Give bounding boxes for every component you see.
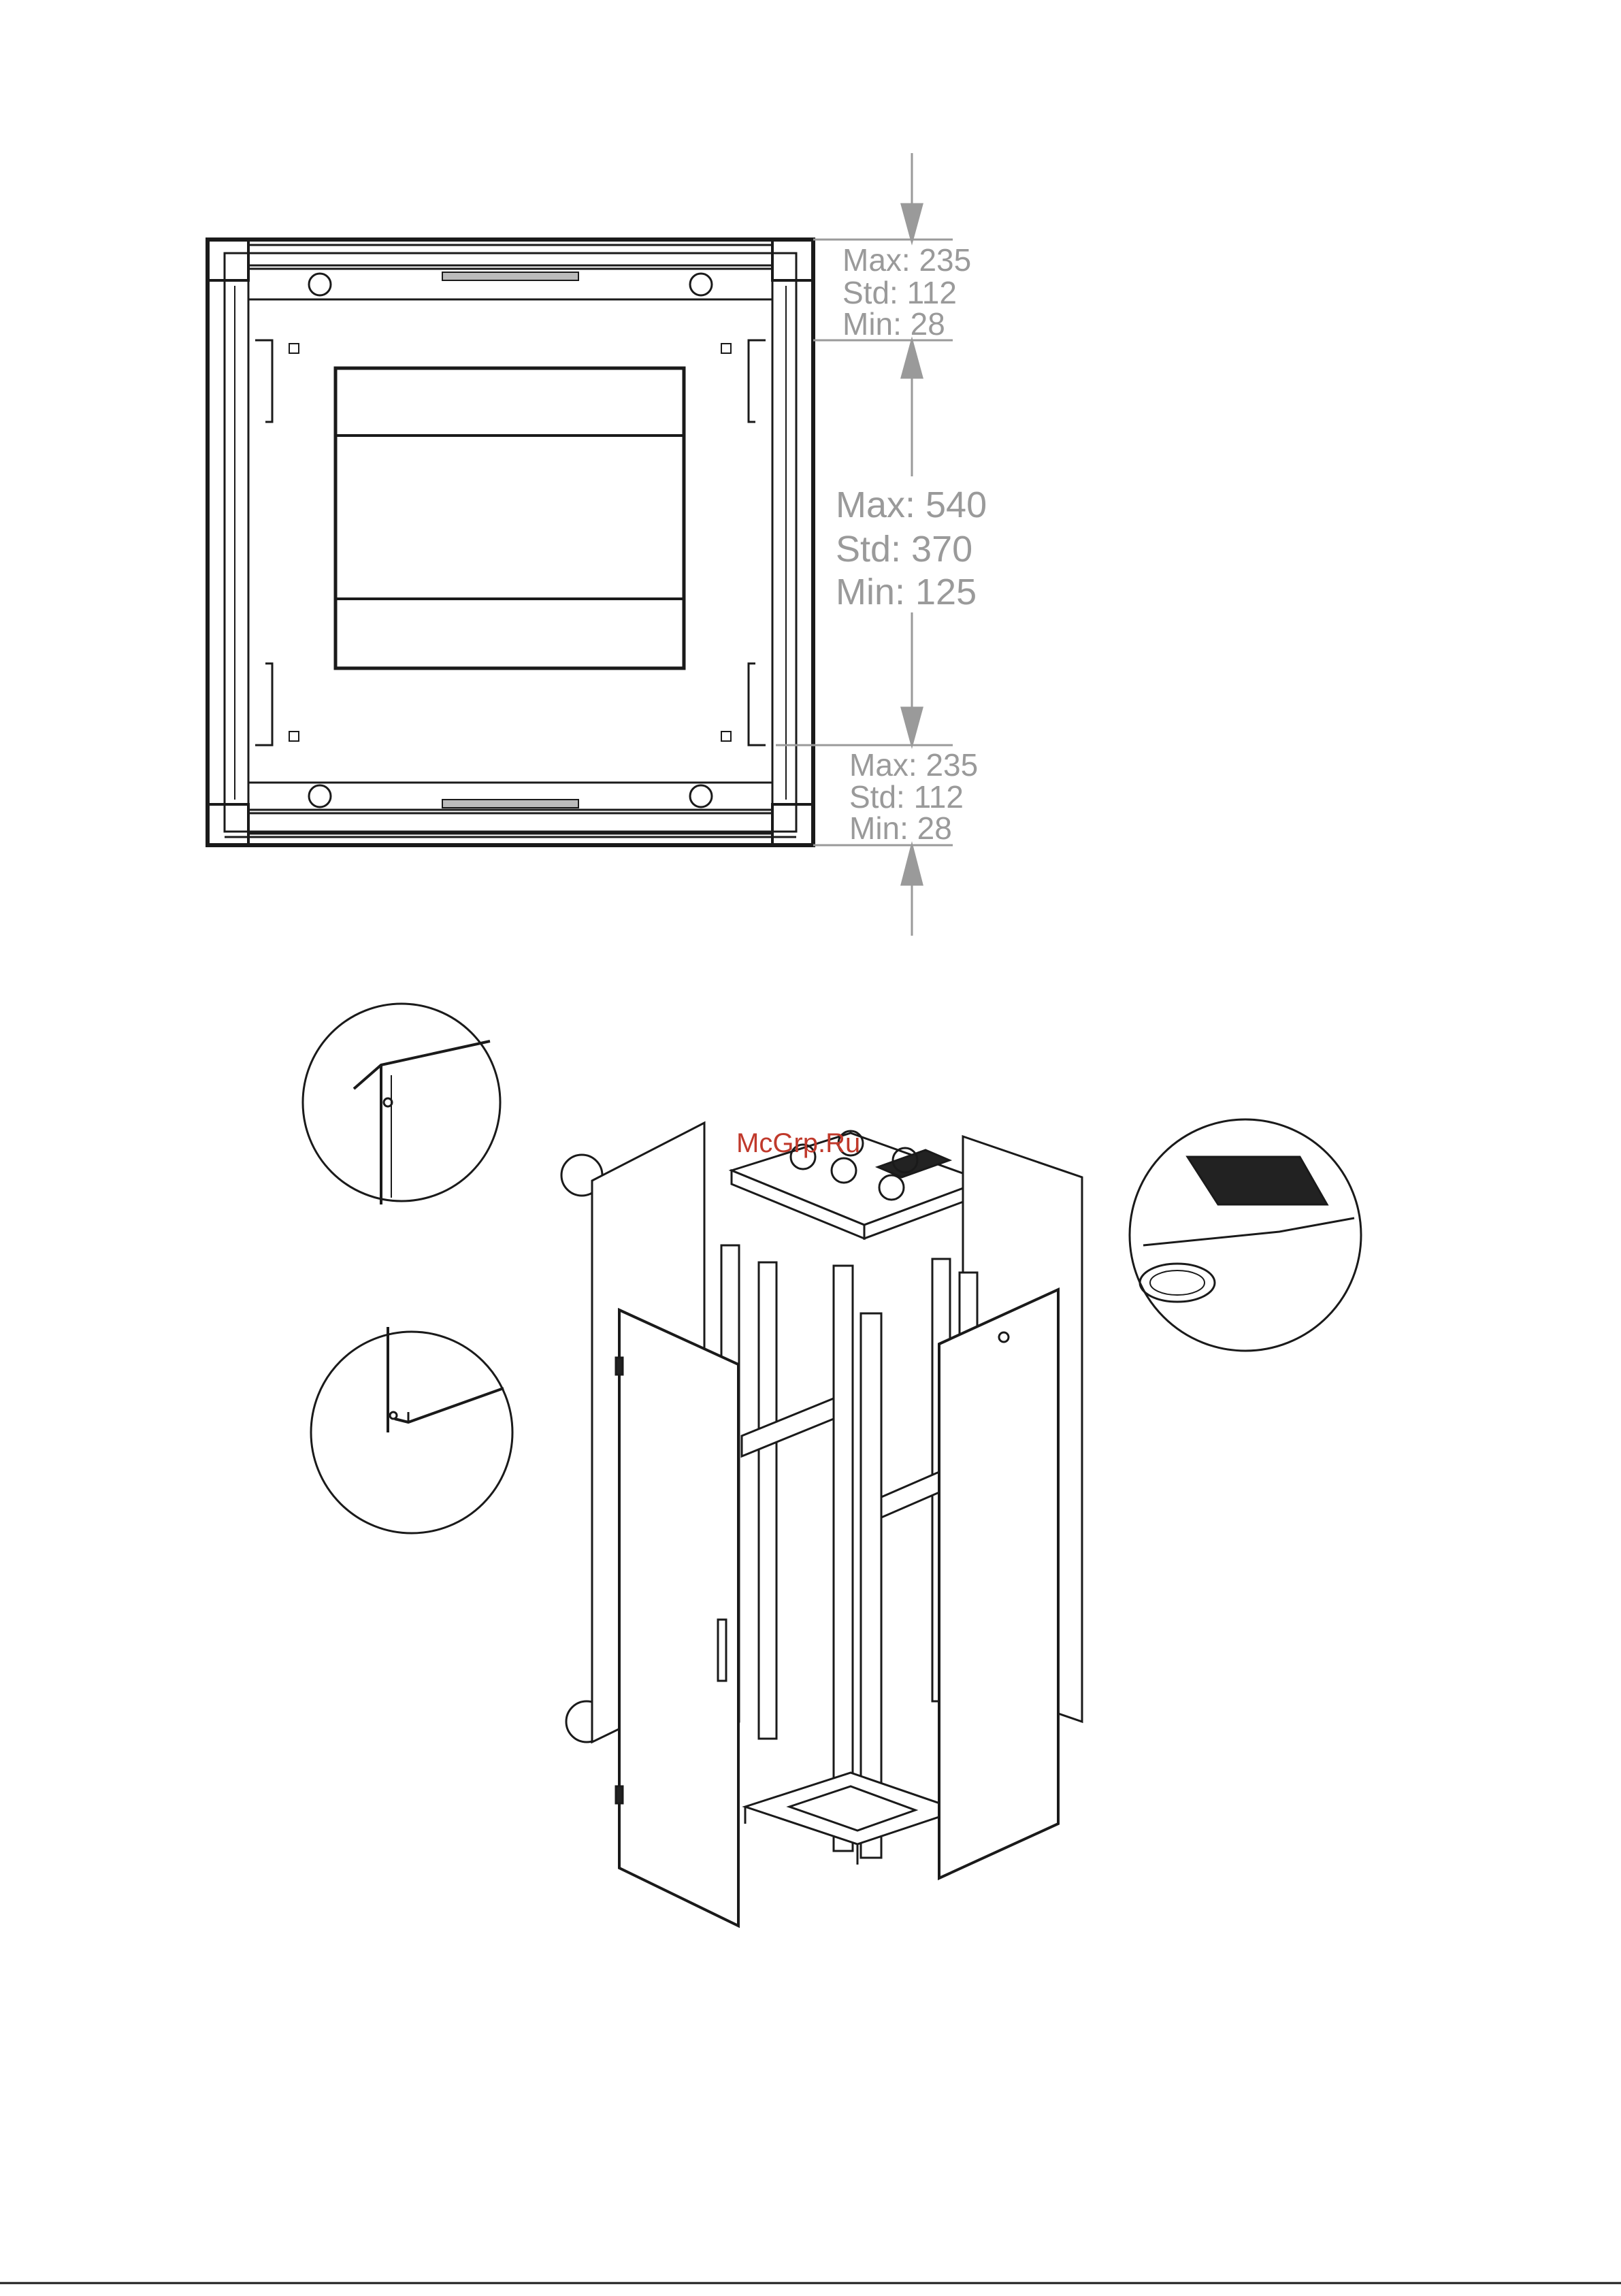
- upright-rear-left-rail: [759, 1262, 776, 1739]
- watermark-text: McGrp.Ru: [736, 1128, 860, 1158]
- cable-opening: [335, 368, 684, 668]
- door-hinge-top: [616, 1358, 623, 1375]
- door-handle: [718, 1620, 726, 1681]
- mid-std-label: Std: 370: [836, 529, 972, 570]
- leveling-foot: [309, 274, 331, 295]
- dim-arrowhead: [902, 708, 922, 745]
- corner-bottom-right: [772, 804, 813, 845]
- left-post: [225, 280, 248, 804]
- dim-arrowhead: [902, 340, 922, 378]
- top-rail: [248, 245, 772, 265]
- cross-beam-left: [742, 1398, 834, 1456]
- cabinet-top-view: [208, 240, 813, 845]
- mount-square: [721, 732, 731, 741]
- leveling-foot: [690, 274, 712, 295]
- leveling-foot: [690, 785, 712, 807]
- bottom-slot: [442, 800, 578, 808]
- right-post: [772, 280, 796, 804]
- upright-front-left: [834, 1266, 853, 1851]
- door-hinge-bottom: [616, 1786, 623, 1803]
- detail-circle-mid-left: [311, 1327, 512, 1533]
- upright-front-right: [861, 1313, 881, 1858]
- corner-bottom-left: [208, 804, 248, 845]
- top-max-label: Max: 235: [842, 242, 971, 278]
- frame-inner: [225, 253, 796, 832]
- bottom-std-label: Std: 112: [849, 779, 964, 815]
- right-bracket-top: [749, 340, 766, 422]
- left-bracket-top: [255, 340, 272, 422]
- corner-top-right: [772, 240, 813, 280]
- top-min-label: Min: 28: [842, 306, 945, 342]
- side-panel-front-right: [939, 1290, 1058, 1878]
- corner-top-left: [208, 240, 248, 280]
- leveling-foot: [309, 785, 331, 807]
- brush-strip-detail: [1188, 1157, 1327, 1204]
- mid-min-label: Min: 125: [836, 572, 977, 612]
- right-bracket-bottom: [749, 663, 766, 745]
- detail-circle-right: [1130, 1119, 1361, 1351]
- top-slot: [442, 272, 578, 280]
- left-bracket-bottom: [255, 663, 272, 745]
- bottom-max-label: Max: 235: [849, 747, 978, 783]
- dim-arrowhead: [902, 204, 922, 242]
- mount-square: [289, 732, 299, 741]
- top-std-label: Std: 112: [842, 275, 957, 310]
- front-door: [619, 1310, 738, 1926]
- dim-arrowhead: [902, 845, 922, 885]
- frame-outline: [208, 240, 813, 845]
- dimension-labels: Max: 235 Std: 112 Min: 28 Max: 540 Std: …: [836, 242, 987, 846]
- mount-square: [289, 344, 299, 353]
- mid-max-label: Max: 540: [836, 485, 987, 525]
- mount-square: [721, 344, 731, 353]
- detail-circle-top-left: [303, 1004, 500, 1204]
- bottom-min-label: Min: 28: [849, 810, 952, 846]
